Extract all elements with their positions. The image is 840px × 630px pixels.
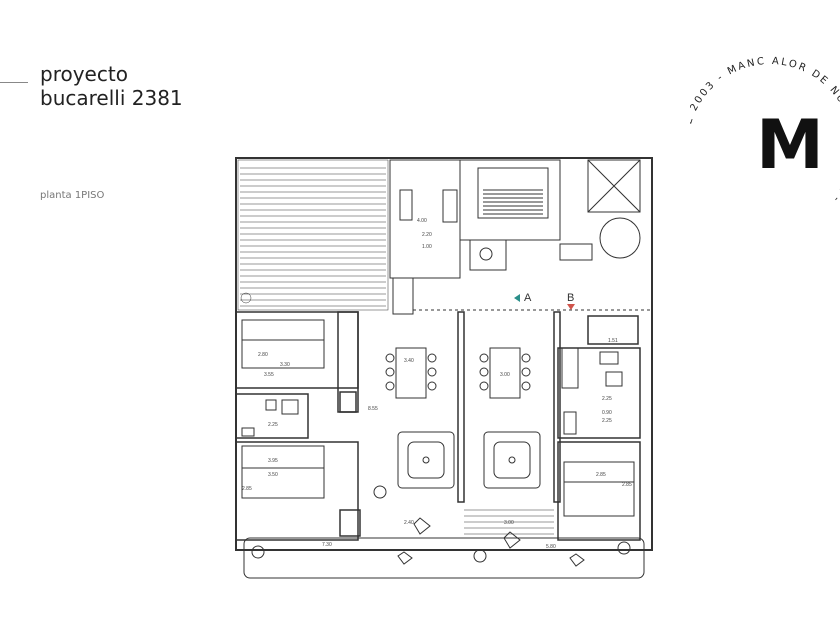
terrace-hatch — [237, 159, 389, 311]
marker-a: A — [524, 292, 532, 304]
dim-label: 4.00 — [417, 218, 427, 224]
project-title: proyecto bucarelli 2381 — [40, 62, 183, 110]
dim-label: 3.95 — [268, 458, 278, 464]
dim-label: 0.90 — [602, 410, 612, 416]
marker-b: B — [567, 292, 574, 304]
dim-label: 7.30 — [322, 542, 332, 548]
building-core — [389, 159, 641, 315]
dim-label: 2.85 — [242, 486, 252, 492]
dim-label: 1.51 — [608, 338, 618, 344]
interior-walls — [457, 311, 641, 541]
dim-label: 2.85 — [596, 472, 606, 478]
dim-label: 2.80 — [258, 352, 268, 358]
dim-label: 8.55 — [368, 406, 378, 412]
dim-label: 2.40 — [404, 520, 414, 526]
left-unit-walls — [235, 311, 361, 541]
dim-label: 3.40 — [404, 358, 414, 364]
balcony — [243, 485, 645, 579]
dim-label: 2.25 — [602, 396, 612, 402]
outer-walls — [235, 157, 653, 551]
dim-label: 2.85 — [622, 482, 632, 488]
right-unit-furniture — [561, 347, 635, 517]
floor-plan: A B — [235, 157, 653, 579]
dim-label: 2.25 — [602, 418, 612, 424]
dim-label: 3.00 — [504, 520, 514, 526]
floor-label: planta 1PISO — [40, 190, 105, 201]
title-line-2: bucarelli 2381 — [40, 86, 183, 110]
dim-label: 1.00 — [422, 244, 432, 250]
brand-seal-logo: DESDE 2003 - MANC ALOR DE NUESTRA FIRMA … — [690, 56, 840, 205]
dining-left — [385, 347, 455, 489]
dining-right — [479, 347, 541, 489]
corridor: A B — [413, 292, 652, 311]
dim-label: 2.20 — [422, 232, 432, 238]
marker-a-arrow — [514, 294, 520, 302]
dim-label: 3.55 — [264, 372, 274, 378]
marker-b-arrow — [567, 304, 575, 310]
left-bedroom-furniture — [241, 319, 325, 499]
logo-monogram: M — [756, 106, 824, 185]
dimension-labels: 2.20 1.00 4.00 3.30 3.55 2.80 3.40 3.00 … — [242, 218, 632, 550]
dim-label: 5.80 — [546, 544, 556, 550]
dim-label: 2.25 — [268, 422, 278, 428]
dim-label: 3.00 — [500, 372, 510, 378]
dim-label: 3.50 — [268, 472, 278, 478]
dim-label: 3.30 — [280, 362, 290, 368]
header-rule — [0, 82, 28, 83]
title-line-1: proyecto — [40, 62, 128, 86]
